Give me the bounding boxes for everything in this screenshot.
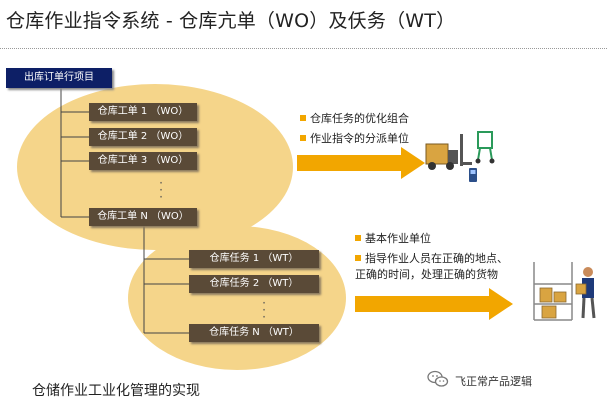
warehouse-task-node: 仓库任务 N （WT）	[189, 324, 319, 342]
ellipsis-dots: ···	[159, 176, 163, 204]
warehouse-task-node: 仓库任务 2 （WT）	[189, 275, 319, 293]
caption: 仓储作业工业化管理的实现	[32, 383, 200, 399]
warehouse-equipment-icon	[425, 131, 495, 182]
work-order-node: 仓库工单 1 （WO）	[89, 103, 197, 121]
wt-bullet: 基本作业单位	[355, 231, 431, 247]
work-order-node: 仓库工单 2 （WO）	[89, 128, 197, 146]
wt-bullet-continued: 正确的时间，处理正确的货物	[355, 268, 498, 281]
outbound-order-line-node: 出库订单行项目	[6, 68, 112, 88]
warehouse-task-node: 仓库任务 1 （WT）	[189, 250, 319, 268]
title-divider	[0, 48, 607, 49]
warehouse-shelf-icon	[533, 262, 596, 321]
wt-arrow-icon	[355, 288, 513, 320]
wo-bullet: 作业指令的分派单位	[300, 131, 409, 147]
watermark-text: 飞正常产品逻辑	[455, 375, 532, 388]
work-order-node: 仓库工单 N （WO）	[89, 208, 197, 226]
work-order-node: 仓库工单 3 （WO）	[89, 152, 197, 170]
wo-arrow-icon	[297, 147, 425, 179]
ellipsis-dots: ···	[262, 296, 266, 324]
wechat-icon	[427, 370, 449, 387]
page-title: 仓库作业指令系统 - 仓库亢单（WO）及仸务（WT）	[6, 10, 456, 32]
wt-bullet: 指导作业人员在正确的地点、	[355, 251, 508, 267]
wo-bullet: 仓库任务的优化组合	[300, 111, 409, 127]
